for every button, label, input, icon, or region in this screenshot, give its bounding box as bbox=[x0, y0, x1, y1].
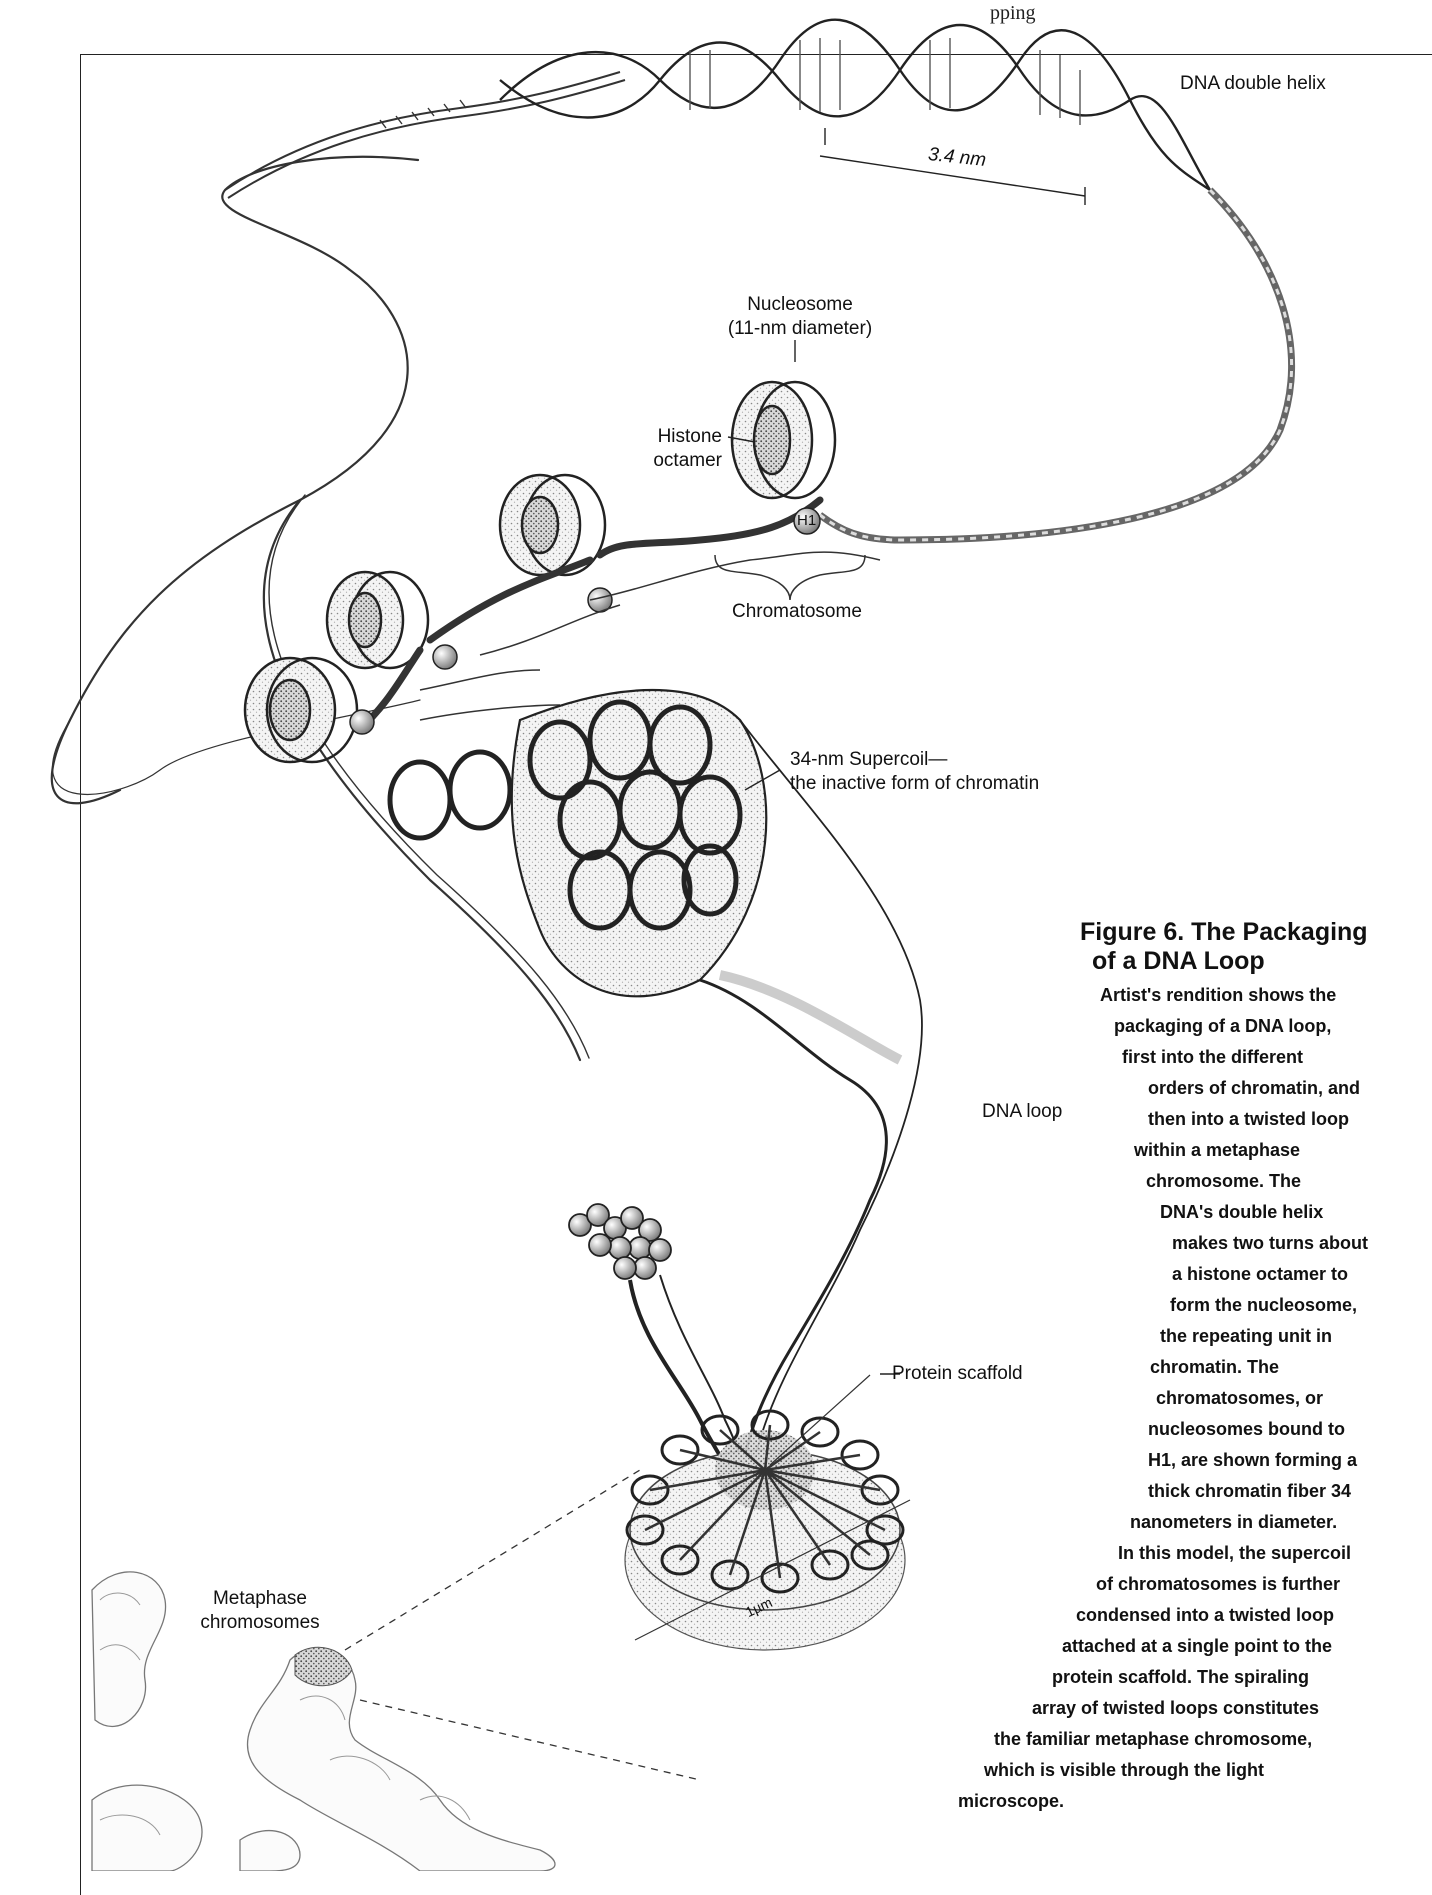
label-nucleosome: Nucleosome (11-nm diameter) bbox=[700, 293, 900, 341]
caption-line: a histone octamer to bbox=[1172, 1259, 1348, 1290]
caption-line: condensed into a twisted loop bbox=[1076, 1600, 1334, 1631]
caption-line: In this model, the supercoil bbox=[1118, 1538, 1351, 1569]
caption-line: chromatosomes, or bbox=[1156, 1383, 1323, 1414]
caption-line: within a metaphase bbox=[1134, 1135, 1300, 1166]
label-dna-loop: DNA loop bbox=[982, 1100, 1062, 1124]
dna-double-helix bbox=[500, 20, 1210, 190]
caption-line: nucleosomes bound to bbox=[1148, 1414, 1345, 1445]
dna-twisted-rope bbox=[820, 190, 1292, 540]
chromosome-dark-tip bbox=[295, 1647, 352, 1685]
caption-line: which is visible through the light bbox=[984, 1755, 1264, 1786]
dna-strand bbox=[52, 157, 589, 1060]
supercoil-cylinder bbox=[512, 690, 922, 1510]
figure-title-line2: of a DNA Loop bbox=[1080, 947, 1368, 976]
caption-line: chromosome. The bbox=[1146, 1166, 1301, 1197]
caption-line: orders of chromatin, and bbox=[1148, 1073, 1360, 1104]
caption-line: packaging of a DNA loop, bbox=[1114, 1011, 1331, 1042]
label-supercoil: 34-nm Supercoil— the inactive form of ch… bbox=[790, 748, 1039, 796]
dna-ribbon-top bbox=[225, 72, 625, 198]
caption-line: chromatin. The bbox=[1150, 1352, 1279, 1383]
label-nucleosome-diameter: (11-nm diameter) bbox=[700, 317, 900, 341]
label-metaphase-chromosomes: Metaphase chromosomes bbox=[180, 1587, 340, 1635]
caption-line: microscope. bbox=[958, 1786, 1064, 1817]
label-h1: H1 bbox=[797, 509, 816, 533]
caption-line: of chromatosomes is further bbox=[1096, 1569, 1340, 1600]
caption-line: nanometers in diameter. bbox=[1130, 1507, 1337, 1538]
caption-line: makes two turns about bbox=[1172, 1228, 1368, 1259]
label-histone-octamer: Histone octamer bbox=[632, 425, 722, 473]
label-octamer: octamer bbox=[632, 449, 722, 473]
caption-line: Artist's rendition shows the bbox=[1100, 980, 1336, 1011]
caption-line: the repeating unit in bbox=[1160, 1321, 1332, 1352]
label-histone: Histone bbox=[632, 425, 722, 449]
label-chromosomes: chromosomes bbox=[180, 1611, 340, 1635]
caption-line: protein scaffold. The spiraling bbox=[1052, 1662, 1309, 1693]
label-supercoil-line2: the inactive form of chromatin bbox=[790, 772, 1039, 796]
label-metaphase: Metaphase bbox=[180, 1587, 340, 1611]
label-supercoil-line1: 34-nm Supercoil— bbox=[790, 748, 1039, 772]
chromatin-knot bbox=[569, 1204, 671, 1279]
label-chromatosome: Chromatosome bbox=[732, 600, 862, 624]
caption-line: H1, are shown forming a bbox=[1148, 1445, 1357, 1476]
figure-title: Figure 6. The Packaging of a DNA Loop bbox=[1080, 918, 1368, 976]
label-protein-scaffold: Protein scaffold bbox=[892, 1362, 1023, 1386]
caption-line: form the nucleosome, bbox=[1170, 1290, 1357, 1321]
caption-line: thick chromatin fiber 34 bbox=[1148, 1476, 1351, 1507]
caption-line: then into a twisted loop bbox=[1148, 1104, 1349, 1135]
caption-line: DNA's double helix bbox=[1160, 1197, 1323, 1228]
caption-line: array of twisted loops constitutes bbox=[1032, 1693, 1319, 1724]
figure-title-line1: Figure 6. The Packaging bbox=[1080, 918, 1368, 947]
caption-line: first into the different bbox=[1122, 1042, 1303, 1073]
label-nucleosome-title: Nucleosome bbox=[700, 293, 900, 317]
caption-line: the familiar metaphase chromosome, bbox=[994, 1724, 1312, 1755]
caption-line: attached at a single point to the bbox=[1062, 1631, 1332, 1662]
label-dna-double-helix: DNA double helix bbox=[1180, 72, 1326, 96]
